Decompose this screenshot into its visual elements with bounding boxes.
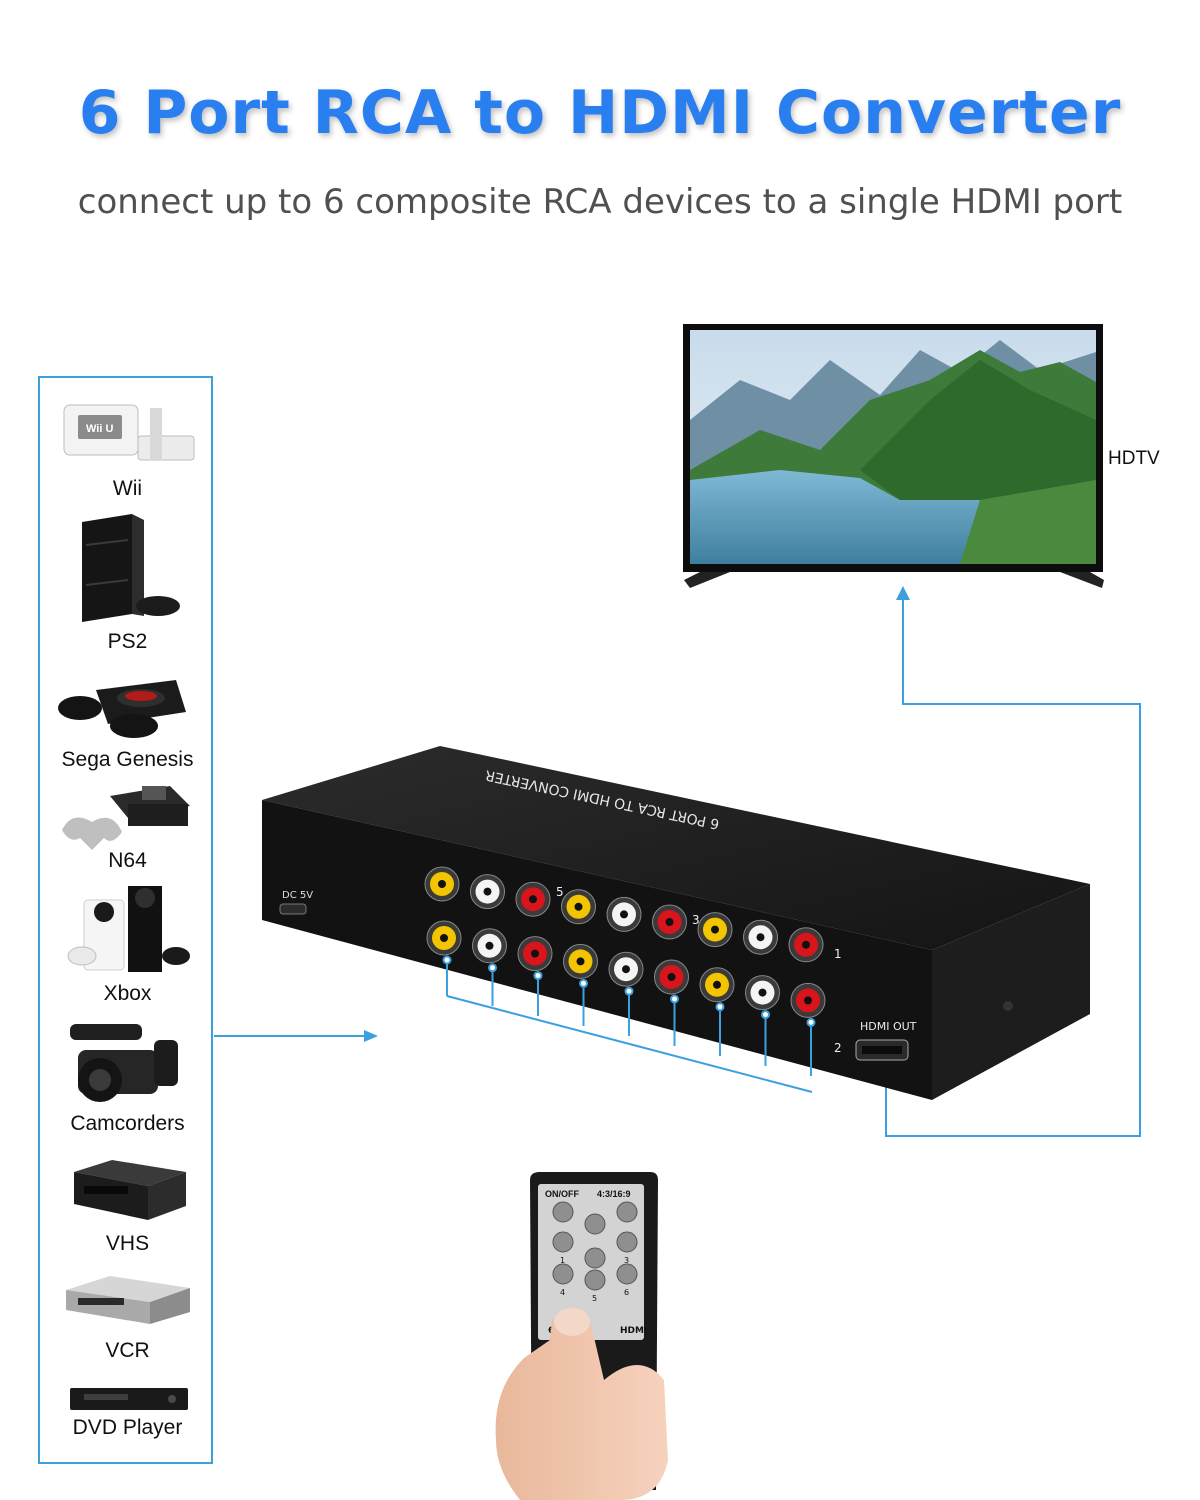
device-label-vhs: VHS — [105, 1232, 150, 1255]
vhs-player-icon — [74, 1160, 186, 1220]
remote-button[interactable] — [584, 1213, 606, 1235]
rca-connection-dot — [533, 971, 543, 981]
ps2-console-icon — [82, 514, 180, 622]
rca-jack-hole — [529, 895, 537, 904]
rca-jack-hole — [711, 925, 719, 934]
port-number-3: 3 — [692, 913, 700, 927]
n64-console-icon — [62, 786, 190, 850]
hdtv-label: HDTV — [1108, 448, 1160, 469]
rca-jack-hole — [758, 988, 767, 997]
rca-jack-hole — [483, 887, 492, 896]
rca-jack-hole — [576, 957, 585, 966]
sega-genesis-icon — [58, 680, 186, 738]
remote-aspect-label: 4:3/16:9 — [597, 1189, 631, 1199]
rca-jack-hole — [802, 940, 810, 949]
rca-connection-dot — [670, 994, 679, 1004]
page-title: 6 Port RCA to HDMI Converter — [78, 78, 1122, 148]
rca-connection-dot — [806, 1017, 816, 1027]
device-label-wii: Wii — [112, 477, 143, 500]
rca-connection-dot — [442, 955, 452, 965]
remote-button[interactable] — [584, 1269, 606, 1291]
remote-button-label: 6 — [624, 1288, 629, 1297]
converter-box: 6 PORT RCA TO HDMI CONVERTER DC 5V HDMI … — [214, 746, 1090, 1100]
remote-hdmi-label: HDMI — [620, 1326, 647, 1336]
rca-connection-dot — [579, 978, 588, 988]
device-label-n64: N64 — [108, 849, 147, 872]
rca-connection-dot — [761, 1010, 770, 1020]
hdtv-icon — [683, 324, 1104, 588]
rca-bus-line — [446, 995, 813, 1093]
dvd-player-icon — [70, 1388, 188, 1410]
dc-power-port — [279, 903, 307, 915]
rca-connection-dot — [624, 986, 634, 996]
remote-button[interactable] — [584, 1247, 606, 1269]
device-label-dvd-player: DVD Player — [72, 1416, 183, 1439]
xbox-console-icon — [67, 886, 190, 972]
rca-jack-hole — [713, 980, 721, 989]
dc-power-label: DC 5V — [282, 890, 313, 901]
port-number-1: 1 — [834, 947, 842, 961]
remote-button-label: 4 — [560, 1288, 565, 1297]
hdmi-signal-path — [885, 586, 1141, 1137]
remote-button[interactable] — [552, 1263, 574, 1285]
rca-jack-array — [424, 866, 826, 1018]
port-number-5: 5 — [556, 885, 564, 899]
rca-jack-hole — [665, 918, 674, 926]
camcorder-icon — [70, 1024, 178, 1102]
rca-jack-hole — [622, 965, 630, 974]
rca-connection-dot — [715, 1002, 725, 1012]
svg-text:Wii U: Wii U — [86, 423, 113, 435]
rca-jack-hole — [485, 941, 494, 950]
rca-connection-dot — [488, 963, 497, 973]
remote-button[interactable] — [616, 1231, 638, 1253]
remote-button[interactable] — [552, 1201, 574, 1223]
rca-jack-hole — [804, 996, 812, 1005]
rca-jack-hole — [438, 880, 446, 888]
remote-button-label: 3 — [624, 1256, 629, 1265]
rca-signal-paths — [442, 955, 816, 1093]
rca-jack-hole — [440, 934, 448, 942]
vcr-icon — [66, 1276, 190, 1324]
remote-button[interactable] — [552, 1231, 574, 1253]
device-label-vcr: VCR — [105, 1339, 150, 1362]
remote-button-label: 5 — [592, 1294, 597, 1303]
remote-on-off-label: ON/OFF — [545, 1189, 579, 1199]
remote-button[interactable] — [616, 1263, 638, 1285]
rca-jack-hole — [756, 933, 765, 942]
hdmi-out-label: HDMI OUT — [860, 1020, 917, 1033]
rca-jack-hole — [620, 910, 628, 919]
remote-button[interactable] — [616, 1201, 638, 1223]
rca-jack-hole — [574, 902, 583, 911]
rca-jack-hole — [667, 973, 676, 981]
source-devices-panel: Wii PS2 Sega Genesis N64 Xbox Camcorders… — [38, 376, 213, 1464]
wii-console-icon: Wii U — [63, 404, 195, 461]
rca-jack-hole — [531, 949, 539, 958]
hand-icon — [495, 1308, 668, 1500]
device-label-xbox: Xbox — [103, 982, 152, 1005]
remote-button-grid: 132465 — [552, 1201, 638, 1303]
device-label-camcorders: Camcorders — [70, 1112, 185, 1135]
input-arrow-icon — [364, 1030, 378, 1042]
device-label-sega-genesis: Sega Genesis — [61, 748, 194, 771]
remote-button-label: 1 — [560, 1256, 565, 1265]
page-subtitle: connect up to 6 composite RCA devices to… — [77, 182, 1123, 222]
port-number-2: 2 — [834, 1041, 842, 1055]
device-label-ps2: PS2 — [107, 630, 148, 653]
